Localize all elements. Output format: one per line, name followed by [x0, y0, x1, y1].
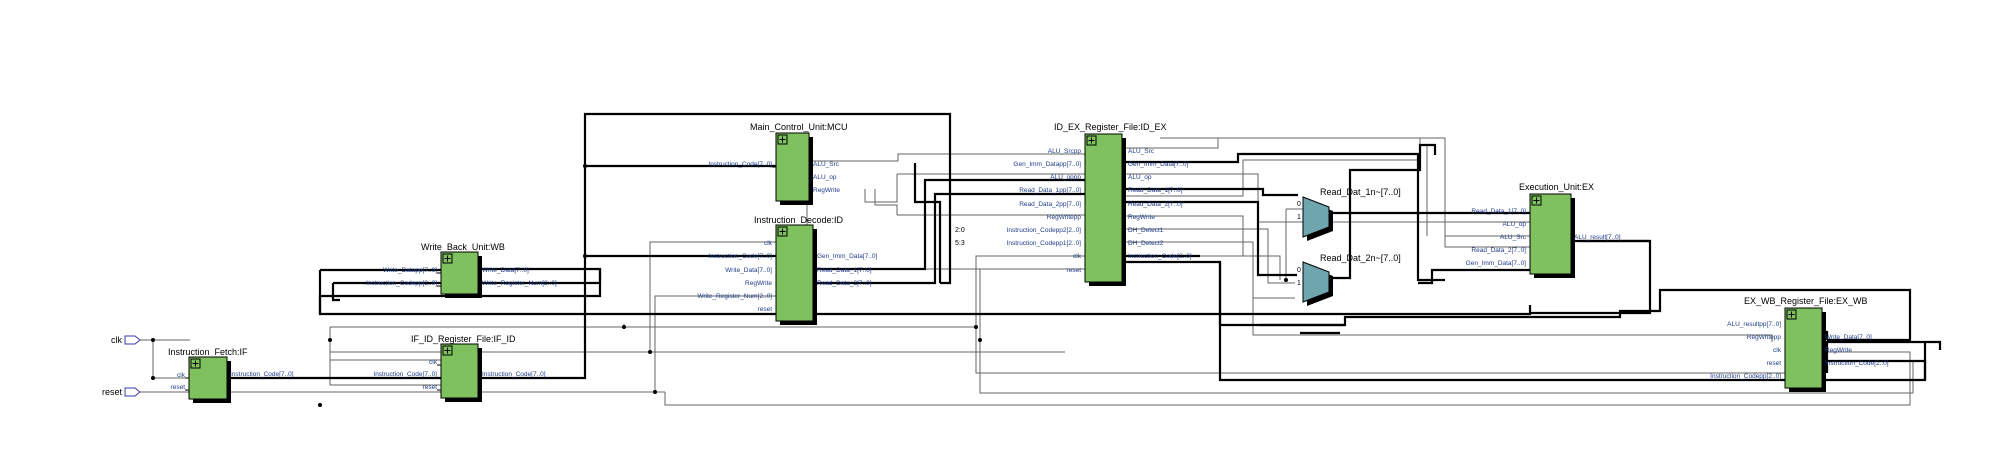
pin-reset: reset: [423, 384, 438, 391]
pin-write-datapp: Write_Datapp[7..0]: [383, 267, 437, 274]
pin-alu-oppp: ALU_oppp: [1050, 174, 1081, 181]
pin-alu-src: ALU_Src: [813, 161, 840, 168]
pin-read-data-2: Read_Data_2[7..0]: [817, 280, 872, 287]
pin-read-data-1: Read_Data_1[7..0]: [817, 267, 872, 274]
pin-clk: clk: [1073, 253, 1082, 260]
block-instruction-fetch[interactable]: Instruction_Fetch:IF clk reset Instructi…: [168, 347, 294, 403]
pin-gen-imm-data: Gen_Imm_Data[7..0]: [1128, 161, 1189, 168]
block-title: Instruction_Fetch:IF: [168, 347, 248, 357]
pin-alu-src: ALU_Src: [1128, 148, 1155, 155]
block-title: IF_ID_Register_File:IF_ID: [411, 334, 516, 344]
pin-instruction-code-in: Instruction_Code[7..0]: [373, 371, 437, 378]
block-title: ID_EX_Register_File:ID_EX: [1054, 122, 1167, 132]
pin-clk: clk: [764, 240, 773, 247]
mux-title: Read_Dat_1n~[7..0]: [1320, 187, 1401, 197]
pin-instruction-code-out: Instruction_Code[7..0]: [482, 371, 546, 378]
expand-icon[interactable]: [190, 358, 201, 369]
port-reset-label: reset: [102, 387, 123, 397]
bus-tap-2-0: 2:0: [955, 227, 965, 234]
mux-input-1: 1: [1297, 214, 1301, 221]
pin-regwrite: RegWrite: [745, 280, 772, 287]
pin-instruction-code: Instruction_Code[7..0]: [230, 371, 294, 378]
pin-instruction-codepp: Instruction_Codepp[2..0]: [366, 280, 437, 287]
pin-read-data-1: Read_Data_1[7..0]: [1471, 208, 1526, 215]
wires: [140, 112, 1942, 406]
pin-write-data: Write_Data[7..0]: [725, 267, 772, 274]
port-reset[interactable]: reset: [102, 387, 141, 397]
block-title: Execution_Unit:EX: [1519, 182, 1594, 192]
pin-alu-op: ALU_op: [813, 174, 837, 181]
pin-instruction-code: Instruction_Code[7..0]: [708, 161, 772, 168]
pin-read-data-2: Read_Data_2[7..0]: [1128, 201, 1183, 208]
bus-tap-5-3: 5:3: [955, 240, 965, 247]
pin-gen-imm-datapp: Gen_Imm_Datapp[7..0]: [1013, 161, 1081, 168]
pin-alu-resultpp: ALU_resultpp[7..0]: [1727, 321, 1781, 328]
pin-read-data-2pp: Read_Data_2pp[7..0]: [1019, 201, 1081, 208]
pin-reset: reset: [171, 384, 186, 391]
expand-icon[interactable]: [777, 134, 788, 145]
pin-clk: clk: [429, 359, 438, 366]
expand-icon[interactable]: [442, 253, 453, 264]
expand-icon[interactable]: [1786, 309, 1797, 320]
pin-clk: clk: [177, 372, 186, 379]
pin-dh-detect2: DH_Detect2: [1128, 240, 1164, 247]
expand-icon[interactable]: [1531, 195, 1542, 206]
pin-reset: reset: [758, 306, 773, 313]
pin-regwritepp: RegWritepp: [1747, 334, 1782, 341]
pin-alu-op: ALU_op: [1128, 174, 1152, 181]
block-title: EX_WB_Register_File:EX_WB: [1744, 296, 1868, 306]
pin-write-data: Write_Data[7..0]: [482, 267, 529, 274]
pin-read-data-2: Read_Data_2[7..0]: [1471, 247, 1526, 254]
pin-regwrite: RegWrite: [813, 187, 840, 194]
block-execution-unit[interactable]: Execution_Unit:EX Read_Data_1[7..0] ALU_…: [1466, 182, 1621, 278]
mux-title: Read_Dat_2n~[7..0]: [1320, 253, 1401, 263]
pin-regwrite: RegWrite: [1825, 347, 1852, 354]
port-clk[interactable]: clk: [111, 335, 141, 345]
pin-instruction-codepp1: Instruction_Codepp1[2..0]: [1007, 240, 1082, 247]
pin-reset: reset: [1767, 360, 1782, 367]
block-instruction-decode[interactable]: Instruction_Decode:ID clk Instruction_Co…: [697, 215, 878, 325]
pin-read-data-1pp: Read_Data_1pp[7..0]: [1019, 187, 1081, 194]
expand-icon[interactable]: [777, 226, 788, 237]
mux-input-0: 0: [1297, 267, 1301, 274]
block-title: Instruction_Decode:ID: [754, 215, 844, 225]
block-id-ex-register-file[interactable]: ID_EX_Register_File:ID_EX ALU_Srcpp Gen_…: [1007, 122, 1192, 286]
mux-input-0: 0: [1297, 201, 1301, 208]
pin-write-data: Write_Data[7..0]: [1825, 334, 1872, 341]
block-ex-wb-register-file[interactable]: EX_WB_Register_File:EX_WB ALU_resultpp[7…: [1710, 296, 1889, 392]
pin-regwritepp: RegWritepp: [1047, 214, 1082, 221]
pin-instruction-codepp2: Instruction_Codepp2[2..0]: [1007, 227, 1082, 234]
pin-stubs: [185, 166, 813, 391]
pin-clk: clk: [1773, 347, 1782, 354]
pin-alu-src: ALU_Src: [1500, 234, 1527, 241]
pin-write-register-num: Write_Register_Num[2..0]: [482, 280, 557, 287]
mux-read-dat-1n[interactable]: Read_Dat_1n~[7..0] 0 1: [1297, 187, 1401, 241]
pin-reset: reset: [1067, 267, 1082, 274]
pin-instruction-code: Instruction_Code[2..0]: [1128, 253, 1192, 260]
pin-instruction-code: Instruction_Code[7..0]: [708, 253, 772, 260]
block-write-back-unit[interactable]: Write_Back_Unit:WB Write_Datapp[7..0] In…: [366, 242, 557, 298]
pin-alu-result: ALU_result[7..0]: [1574, 234, 1621, 241]
pin-regwrite: RegWrite: [1128, 214, 1155, 221]
block-main-control-unit[interactable]: Main_Control_Unit:MCU Instruction_Code[7…: [708, 122, 848, 205]
port-clk-label: clk: [111, 335, 122, 345]
mux-input-1: 1: [1297, 280, 1301, 287]
expand-icon[interactable]: [442, 345, 453, 356]
pin-dh-detect1: DH_Detect1: [1128, 227, 1164, 234]
mux-read-dat-2n[interactable]: Read_Dat_2n~[7..0] 0 1: [1297, 253, 1401, 306]
pin-gen-imm-data: Gen_Imm_Data[7..0]: [817, 253, 878, 260]
pin-alu-op: ALU_op: [1503, 221, 1527, 228]
block-title: Write_Back_Unit:WB: [421, 242, 505, 252]
block-title: Main_Control_Unit:MCU: [750, 122, 848, 132]
pin-read-data-1: Read_Data_1[7..0]: [1128, 187, 1183, 194]
junctions: [151, 164, 1288, 407]
block-if-id-register-file[interactable]: IF_ID_Register_File:IF_ID clk Instructio…: [373, 334, 546, 402]
pin-write-register-num: Write_Register_Num[2..0]: [697, 293, 772, 300]
expand-icon[interactable]: [1086, 135, 1097, 146]
pin-instruction-code: Instruction_Code[2..0]: [1825, 360, 1889, 367]
pin-gen-imm-data: Gen_Imm_Data[7..0]: [1466, 260, 1527, 267]
pin-alu-srcpp: ALU_Srcpp: [1048, 148, 1082, 155]
pin-instruction-codepp: Instruction_Codepp[2..0]: [1710, 373, 1781, 380]
